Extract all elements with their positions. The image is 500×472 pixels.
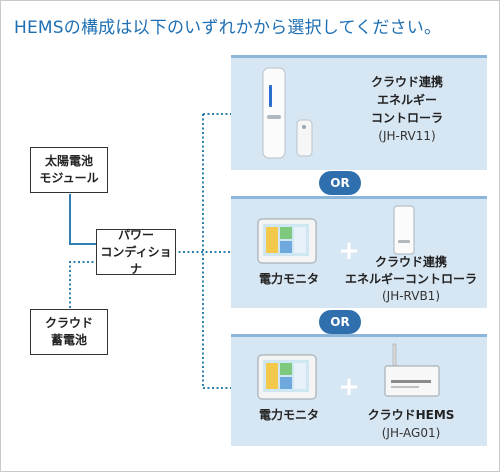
- storage-battery-label-line1: クラウド: [44, 316, 93, 330]
- controller-device-image: [262, 67, 313, 159]
- option-panel-2: + 電力モニタ クラウド連携 エネルギーコントローラ (JH-RVB1): [231, 196, 487, 308]
- option3-monitor-label: 電力モニタ: [258, 408, 319, 422]
- or-badge-2: OR: [319, 310, 361, 334]
- power-monitor-image: [257, 218, 317, 264]
- option1-device-name-line2: エネルギー: [376, 93, 437, 107]
- option2-device-name-line1: クラウド連携: [374, 255, 447, 269]
- option-panel-1: クラウド連携 エネルギー コントローラ (JH-RV11): [231, 55, 487, 170]
- plus-icon: +: [338, 236, 360, 266]
- option-panel-3: + 電力モニタ クラウドHEMS (JH-AG01): [231, 334, 487, 446]
- option1-model-number: (JH-RV11): [378, 129, 436, 143]
- option3-device-name-line1: クラウドHEMS: [367, 408, 455, 422]
- power-conditioner-box: パワー コンディショナ: [96, 227, 176, 276]
- or-badge-1: OR: [319, 171, 361, 195]
- solar-module-label-line1: 太陽電池: [44, 154, 93, 168]
- option1-device-name-line3: コントローラ: [370, 111, 443, 125]
- option2-monitor-label: 電力モニタ: [258, 272, 319, 286]
- panel-top-bar: [231, 55, 487, 58]
- option2-device-name: クラウド連携 エネルギーコントローラ (JH-RVB1): [335, 254, 487, 305]
- solar-module-label-line2: モジュール: [39, 171, 99, 185]
- diagram-heading: HEMSの構成は以下のいずれかから選択してください。: [14, 18, 442, 38]
- storage-battery-box: クラウド 蓄電池: [30, 309, 108, 355]
- panel-top-bar: [231, 334, 487, 337]
- option3-model-number: (JH-AG01): [381, 426, 441, 440]
- option2-device-name-line2: エネルギーコントローラ: [344, 272, 477, 286]
- option1-device-name: クラウド連携 エネルギー コントローラ (JH-RV11): [327, 73, 487, 145]
- option2-model-number: (JH-RVB1): [381, 289, 440, 303]
- power-monitor-image: [257, 354, 317, 400]
- hems-gateway-image: [384, 343, 440, 397]
- storage-battery-label-line2: 蓄電池: [50, 333, 87, 347]
- plus-icon: +: [338, 372, 360, 402]
- solar-module-box: 太陽電池 モジュール: [30, 147, 108, 193]
- option1-device-name-line1: クラウド連携: [370, 75, 443, 89]
- power-conditioner-label-line1: パワー: [117, 227, 154, 242]
- controller-device-image: [393, 205, 415, 255]
- panel-top-bar: [231, 196, 487, 199]
- power-conditioner-label-line2: コンディショナ: [100, 244, 172, 276]
- option3-device-name: クラウドHEMS (JH-AG01): [351, 406, 471, 442]
